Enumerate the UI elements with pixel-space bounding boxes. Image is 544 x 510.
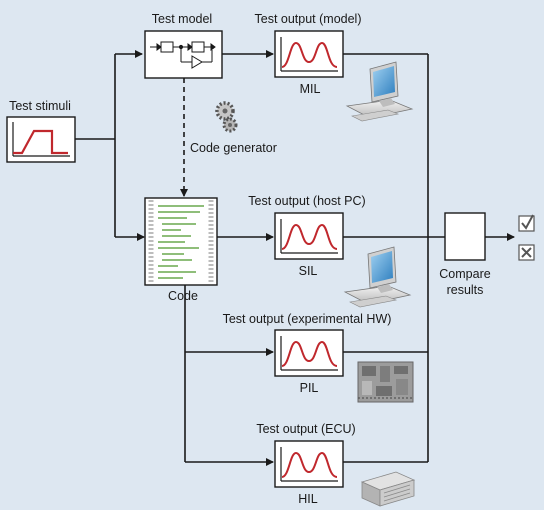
- compare-label-line1: Compare: [439, 267, 490, 281]
- code-generator-label: Code generator: [190, 141, 277, 155]
- signal-graph-icon: [280, 336, 338, 371]
- connectors: [75, 50, 515, 466]
- output-tag-pil: PIL: [300, 381, 319, 395]
- test-stimuli-label: Test stimuli: [9, 99, 71, 113]
- desktop-pc-icon: [343, 246, 412, 308]
- checkmark-icon: [518, 214, 535, 232]
- block-diagram-icon: [150, 41, 216, 69]
- output-tag-hil: HIL: [298, 492, 318, 506]
- test-model-label: Test model: [152, 12, 212, 26]
- signal-graph-icon: [280, 37, 338, 72]
- output-mil: Test output (model) MIL: [255, 12, 414, 122]
- signal-graph-icon: [280, 219, 338, 254]
- code-document-icon: [144, 197, 218, 286]
- gears-icon: [215, 101, 238, 133]
- ecu-box-icon: [360, 471, 416, 507]
- output-title-hil: Test output (ECU): [256, 422, 355, 436]
- output-tag-sil: SIL: [299, 264, 318, 278]
- output-title-pil: Test output (experimental HW): [223, 312, 392, 326]
- test-stimuli-block: Test stimuli: [6, 99, 76, 163]
- compare-results-block: Compare results: [439, 212, 491, 297]
- output-tag-mil: MIL: [300, 82, 321, 96]
- compare-label-line2: results: [447, 283, 484, 297]
- output-pil: Test output (experimental HW) PIL: [223, 312, 414, 403]
- output-title-mil: Test output (model): [255, 12, 362, 26]
- stimuli-axes-icon: [12, 122, 70, 157]
- output-sil: Test output (host PC) SIL: [248, 194, 412, 308]
- cross-icon: [518, 244, 535, 261]
- signal-graph-icon: [280, 447, 338, 482]
- output-hil: Test output (ECU) HIL: [256, 422, 416, 507]
- output-title-sil: Test output (host PC): [248, 194, 365, 208]
- circuit-board-icon: [357, 361, 414, 403]
- test-model-block: Test model: [144, 12, 223, 79]
- code-label: Code: [168, 289, 198, 303]
- desktop-pc-icon: [345, 61, 414, 122]
